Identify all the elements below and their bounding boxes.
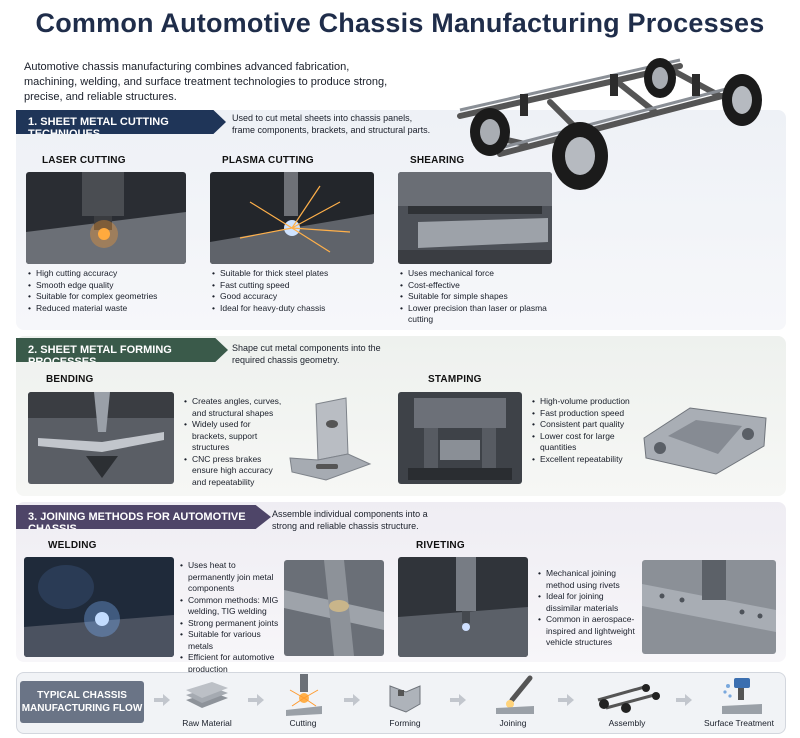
list-item: Lower cost for large quantities [532,431,632,454]
spray-gun-icon [722,678,762,714]
list-item: Smooth edge quality [28,280,183,292]
list-item: Creates angles, curves, and structural s… [184,396,284,419]
list-item: Suitable for simple shapes [400,291,560,303]
flow-step-joining: Joining [499,718,527,728]
flow-step-forming: Forming [389,718,421,728]
riveted-joint-image [642,560,776,654]
list-item: Ideal for joining dissimilar materials [538,591,640,614]
list-item: Strong permanent joints [180,618,282,630]
list-item: Lower precision than laser or plasma cut… [400,303,560,326]
list-item: Fast cutting speed [212,280,372,292]
list-item: Excellent repeatability [532,454,632,466]
list-item: High-volume production [532,396,632,408]
list-item: Suitable for complex geometries [28,291,183,303]
bending-title: BENDING [46,374,94,385]
laser-cutting-title: LASER CUTTING [42,155,126,166]
formed-bracket-icon [389,685,421,713]
arrow-right-icon [248,694,264,706]
bending-bullets: Creates angles, curves, and structural s… [184,396,284,488]
welding-bullets: Uses heat to permanently join metal comp… [180,560,282,675]
list-item: Good accuracy [212,291,372,303]
shearing-image [398,172,552,264]
plasma-cutting-title: PLASMA CUTTING [222,155,314,166]
list-item: Common in aerospace-inspired and lightwe… [538,614,640,649]
welding-torch-icon [496,675,534,714]
flow-step-raw-material: Raw Material [182,718,232,728]
shearing-bullets: Uses mechanical force Cost-effective Sui… [400,268,560,326]
section-1-heading: 1. SHEET METAL CUTTING TECHNIQUES [16,110,226,134]
list-item: CNC press brakes ensure high accuracy an… [184,454,284,489]
section-2-heading: 2. SHEET METAL FORMING PROCESSES [16,338,228,362]
flow-step-assembly: Assembly [608,718,646,728]
stamping-title: STAMPING [428,374,482,385]
riveting-title: RIVETING [416,540,465,551]
laser-cutting-image [26,172,186,264]
section-3-heading: 3. JOINING METHODS FOR AUTOMOTIVE CHASSI… [16,505,271,529]
list-item: Uses mechanical force [400,268,560,280]
flow-step-cutting: Cutting [289,718,317,728]
arrow-right-icon [154,694,170,706]
plasma-cutting-image [210,172,374,264]
list-item: High cutting accuracy [28,268,183,280]
assembly-frame-icon [597,684,660,713]
page-title: Common Automotive Chassis Manufacturing … [35,8,765,38]
riveting-bullets: Mechanical joining method using rivets I… [538,568,640,649]
section-3-description: Assemble individual components into a st… [272,509,428,531]
section-1-description: Used to cut metal sheets into chassis pa… [232,113,431,135]
flow-step-surface-treatment: Surface Treatment [704,718,774,728]
list-item: Reduced material waste [28,303,183,315]
stamping-bullets: High-volume production Fast production s… [532,396,632,465]
chassis-frame-icon [457,58,762,190]
flow-label: TYPICAL CHASSIS MANUFACTURING FLOW [20,681,144,723]
intro-text: Automotive chassis manufacturing combine… [24,61,388,103]
plasma-cutting-bullets: Suitable for thick steel plates Fast cut… [212,268,372,314]
list-item: Common methods: MIG welding, TIG welding [180,595,282,618]
welding-image [24,557,174,657]
list-item: Mechanical joining method using rivets [538,568,640,591]
bending-image [28,392,174,484]
list-item: Consistent part quality [532,419,632,431]
list-item: Suitable for various metals [180,629,282,652]
list-item: Uses heat to permanently join metal comp… [180,560,282,595]
arrow-right-icon [676,694,692,706]
arrow-right-icon [558,694,574,706]
sheet-stack-icon [186,682,228,708]
arrow-right-icon [450,694,466,706]
welding-title: WELDING [48,540,97,551]
list-item: Cost-effective [400,280,560,292]
list-item: Suitable for thick steel plates [212,268,372,280]
welded-joint-image [284,560,384,656]
list-item: Widely used for brackets, support struct… [184,419,284,454]
section-2-description: Shape cut metal components into the requ… [232,343,381,365]
laser-cutting-bullets: High cutting accuracy Smooth edge qualit… [28,268,183,314]
arrow-right-icon [344,694,360,706]
list-item: Ideal for heavy-duty chassis [212,303,372,315]
list-item: Fast production speed [532,408,632,420]
shearing-title: SHEARING [410,155,465,166]
stamping-image [398,392,522,484]
cutting-torch-icon [286,674,322,716]
list-item: Efficient for automotive production [180,652,282,675]
stamped-body-panel-image [643,407,767,475]
riveting-image [398,557,528,657]
bent-bracket-image [289,397,372,481]
